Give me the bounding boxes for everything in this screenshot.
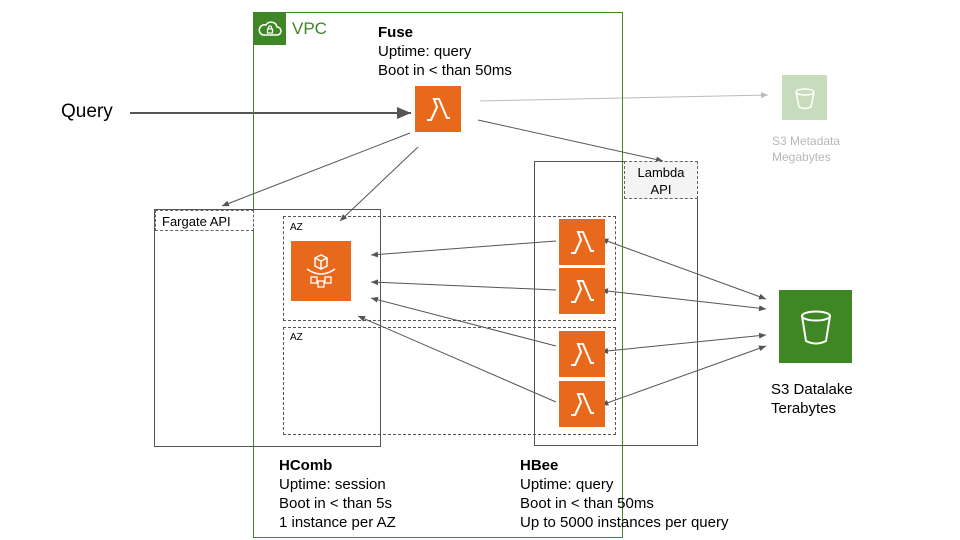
query-label: Query: [61, 101, 113, 122]
edge-hbee4-hcomb: [357, 315, 557, 403]
hcomb-boot: Boot in < than 5s: [279, 495, 392, 512]
az-boundary-1: [283, 216, 616, 321]
fuse-text: Fuse Uptime: query Boot in < than 50ms: [378, 23, 512, 80]
s3-metadata-text: S3 Metadata Megabytes: [772, 133, 840, 165]
fuse-uptime: Uptime: query: [378, 43, 472, 60]
edge-fuse-lambda-api: [477, 119, 664, 163]
hbee-lambda-icon-4: [559, 381, 605, 427]
az-label-1: AZ: [290, 222, 303, 233]
fuse-title: Fuse: [378, 24, 414, 41]
edge-hbee2-s3: [601, 288, 767, 312]
hcomb-instances: 1 instance per AZ: [279, 514, 396, 531]
hbee-uptime: Uptime: query: [520, 476, 614, 493]
edge-hbee2-hcomb: [370, 279, 557, 291]
hbee-title: HBee: [520, 457, 559, 474]
edge-fuse-s3metadata: [479, 92, 769, 102]
s3-metadata-line2: Megabytes: [772, 150, 831, 164]
hcomb-uptime: Uptime: session: [279, 476, 386, 493]
hbee-boot: Boot in < than 50ms: [520, 495, 654, 512]
cloud-lock-icon: [254, 13, 286, 45]
s3-datalake-line2: Terabytes: [771, 400, 837, 417]
lambda-api-label: Lambda API: [624, 161, 698, 199]
edge-fuse-az: [339, 146, 419, 222]
hbee-lambda-icon-2: [559, 268, 605, 314]
fuse-lambda-icon: [415, 86, 461, 132]
hbee-text: HBee Uptime: query Boot in < than 50ms U…: [520, 456, 728, 532]
lambda-api-line2: API: [650, 182, 672, 197]
s3-metadata-line1: S3 Metadata: [772, 134, 841, 148]
edge-hbee4-s3: [601, 345, 767, 406]
lambda-boundary: [534, 161, 698, 446]
vpc-label: VPC: [292, 19, 327, 38]
hbee-lambda-icon-1: [559, 219, 605, 265]
az-label-2: AZ: [290, 332, 303, 343]
edge-hbee1-hcomb: [370, 240, 557, 258]
s3-datalake-line1: S3 Datalake: [771, 381, 853, 398]
az-boundary-2: [283, 327, 616, 435]
hbee-lambda-icon-3: [559, 331, 605, 377]
s3-datalake-text: S3 Datalake Terabytes: [771, 380, 853, 418]
hcomb-title: HComb: [279, 457, 333, 474]
fargate-hcomb-icon: [291, 241, 351, 301]
fargate-api-label: Fargate API: [155, 210, 254, 231]
s3-datalake-bucket-icon: [779, 290, 852, 363]
vpc-boundary: [253, 12, 623, 538]
edge-hbee3-hcomb: [370, 296, 557, 347]
fargate-boundary: [154, 209, 381, 447]
lambda-api-line1: Lambda: [637, 165, 685, 180]
hcomb-text: HComb Uptime: session Boot in < than 5s …: [279, 456, 396, 532]
hbee-instances: Up to 5000 instances per query: [520, 514, 729, 531]
s3-metadata-bucket-icon: [782, 75, 827, 120]
fuse-boot: Boot in < than 50ms: [378, 62, 512, 79]
